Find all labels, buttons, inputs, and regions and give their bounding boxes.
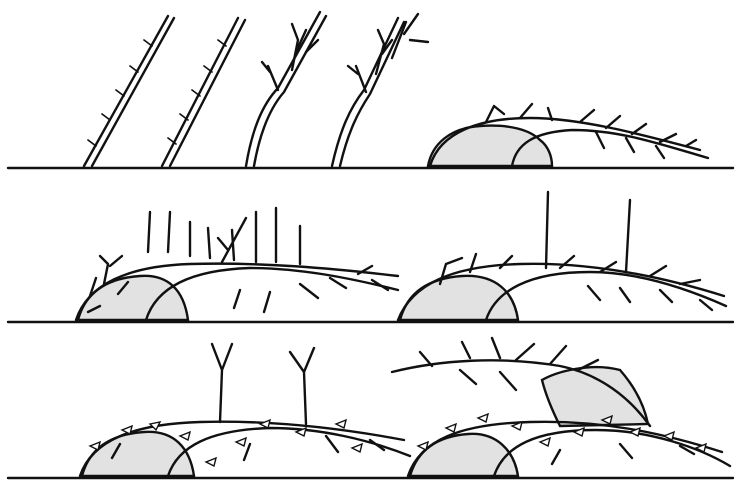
bent-canes-mound-1 <box>428 104 708 166</box>
bent-canes-with-leaves-1 <box>80 344 410 476</box>
bent-canes-with-shoots-2 <box>398 192 726 320</box>
row-1 <box>8 12 733 168</box>
bent-canes-with-shoots-1 <box>76 208 398 320</box>
row-3 <box>8 338 733 478</box>
cane-straight-2 <box>162 18 245 166</box>
row-2 <box>8 192 733 322</box>
cane-branching-2 <box>332 14 428 166</box>
bent-canes-with-leaves-2 <box>392 338 730 476</box>
cane-straight-1 <box>84 16 174 166</box>
cane-branching-1 <box>246 12 326 166</box>
